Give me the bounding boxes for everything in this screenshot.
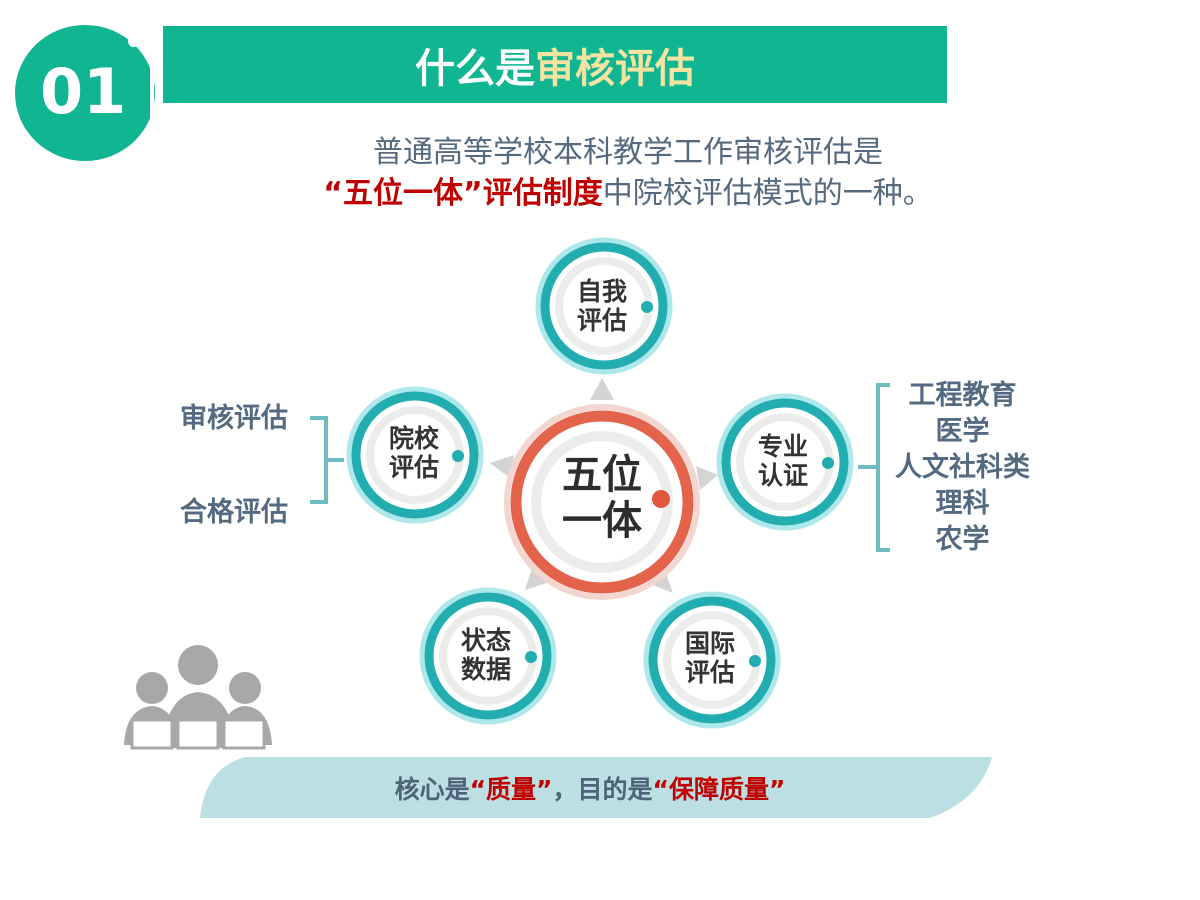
center-label: 五位一体 [562, 452, 642, 544]
title-highlight: 审核评估 [535, 45, 695, 92]
intro-highlight-1: “五位一体” [323, 176, 483, 211]
node-status-data: 状态数据 [460, 626, 511, 684]
intro-line2: “五位一体”评估制度中院校评估模式的一种。 [28, 168, 1200, 212]
right-bracket [858, 383, 890, 552]
footer-banner [200, 757, 992, 818]
arrow-right [696, 466, 718, 490]
node-ring-2 [716, 393, 854, 531]
arrow-bottom-left [525, 568, 550, 590]
badge-dot [128, 36, 139, 47]
right-branches: 工程教育医学人文社科类理科农学 [895, 380, 1030, 555]
node-program-accreditation: 专业认证 [757, 432, 808, 490]
center-circle [504, 404, 700, 600]
left-branch-qualification: 合格评估 [180, 497, 288, 528]
section-number: 01 [40, 55, 127, 128]
node-institutional-evaluation: 院校评估 [388, 424, 439, 482]
title-plain: 什么是 [415, 45, 535, 92]
intro-highlight-2: 评估制度 [482, 176, 603, 211]
intro-rest: 中院校评估模式的一种。 [602, 176, 933, 211]
arrow-up [590, 378, 614, 400]
arrow-left [490, 455, 514, 478]
brackets [310, 383, 890, 552]
section-badge [15, 25, 155, 161]
people-icon [124, 645, 272, 750]
node-international-evaluation: 国际评估 [684, 629, 735, 687]
badge-divider [150, 25, 154, 161]
arrows [490, 378, 718, 593]
node-ring-0 [535, 237, 673, 375]
left-bracket [310, 416, 344, 504]
node-ring-3 [419, 587, 557, 725]
title-bar: 什么是审核评估 [163, 26, 947, 103]
intro-line1: 普通高等学校本科教学工作审核评估是 [373, 135, 883, 170]
footer-text: 核心是“质量”，目的是“保障质量” [394, 775, 786, 804]
center-dot [652, 490, 670, 508]
left-branch-audit: 审核评估 [180, 403, 288, 434]
node-self-evaluation: 自我评估 [576, 277, 627, 335]
node-ring-1 [346, 386, 484, 524]
node-ring-4 [643, 591, 781, 729]
